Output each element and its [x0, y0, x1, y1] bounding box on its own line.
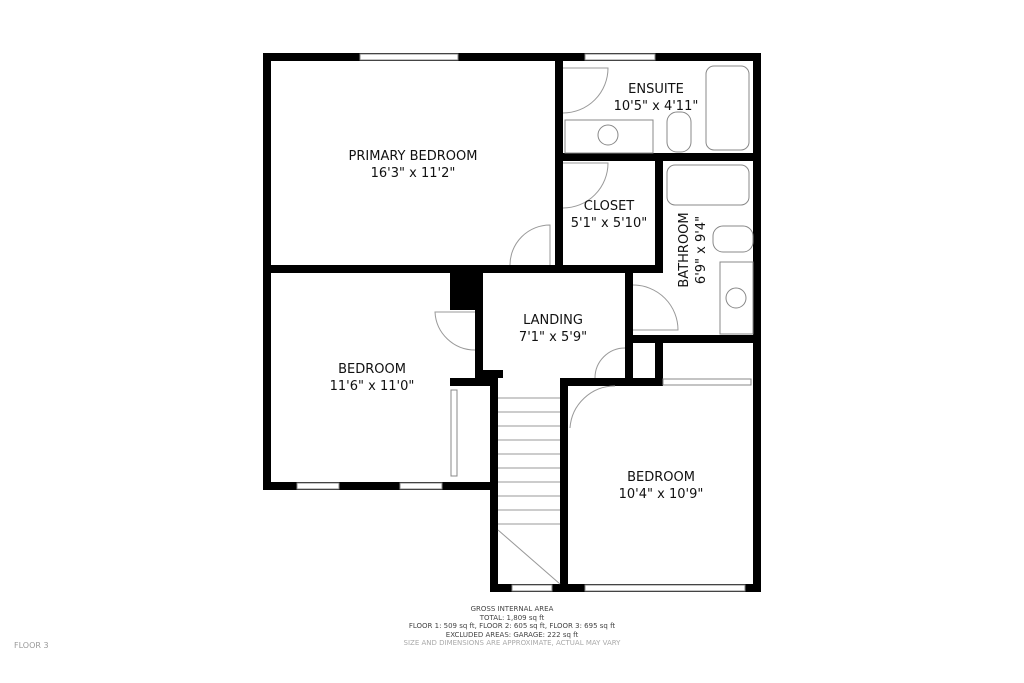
- walls: [263, 53, 761, 592]
- area-total: TOTAL: 1,809 sq ft: [479, 613, 545, 622]
- windows: [296, 53, 752, 592]
- ensuite-vanity: [564, 119, 654, 154]
- bathroom-bathtub: [666, 164, 750, 206]
- ensuite-toilet: [666, 111, 692, 153]
- bathroom-name: BATHROOM: [677, 212, 692, 287]
- floor-label: FLOOR 3: [14, 641, 49, 650]
- bedroom-right-size: 10'4" x 10'9": [619, 487, 704, 502]
- primary-bedroom-size: 16'3" x 11'2": [371, 166, 456, 181]
- ensuite-size: 10'5" x 4'11": [614, 99, 699, 114]
- doors: [434, 67, 679, 429]
- area-disclaimer: SIZE AND DIMENSIONS ARE APPROXIMATE, ACT…: [403, 639, 621, 648]
- bedroom-left-size: 11'6" x 11'0": [330, 379, 415, 394]
- room-labels: PRIMARY BEDROOM 16'3" x 11'2" ENSUITE 10…: [330, 82, 709, 502]
- area-excluded: EXCLUDED AREAS: GARAGE: 222 sq ft: [445, 630, 579, 639]
- closet-size: 5'1" x 5'10": [571, 216, 647, 231]
- ensuite-bathtub: [705, 65, 750, 151]
- landing-size: 7'1" x 5'9": [519, 330, 587, 345]
- area-summary: GROSS INTERNAL AREA TOTAL: 1,809 sq ft F…: [0, 605, 1024, 648]
- bathroom-vanity: [719, 261, 754, 335]
- closet-name: CLOSET: [584, 199, 635, 214]
- bedroom-left-name: BEDROOM: [338, 362, 406, 377]
- area-title: GROSS INTERNAL AREA: [470, 605, 554, 613]
- ensuite-name: ENSUITE: [628, 82, 684, 97]
- area-floors: FLOOR 1: 509 sq ft, FLOOR 2: 605 sq ft, …: [408, 622, 616, 631]
- bathroom-toilet: [712, 225, 754, 253]
- ensuite-sink: [597, 124, 619, 146]
- stairs: [497, 397, 561, 585]
- bathroom-size: 6'9" x 9'4": [694, 216, 709, 284]
- bathroom-sink: [725, 287, 747, 309]
- landing-name: LANDING: [523, 313, 583, 328]
- primary-bedroom-name: PRIMARY BEDROOM: [349, 149, 478, 164]
- fixtures: [564, 65, 754, 335]
- bedroom-right-name: BEDROOM: [627, 470, 695, 485]
